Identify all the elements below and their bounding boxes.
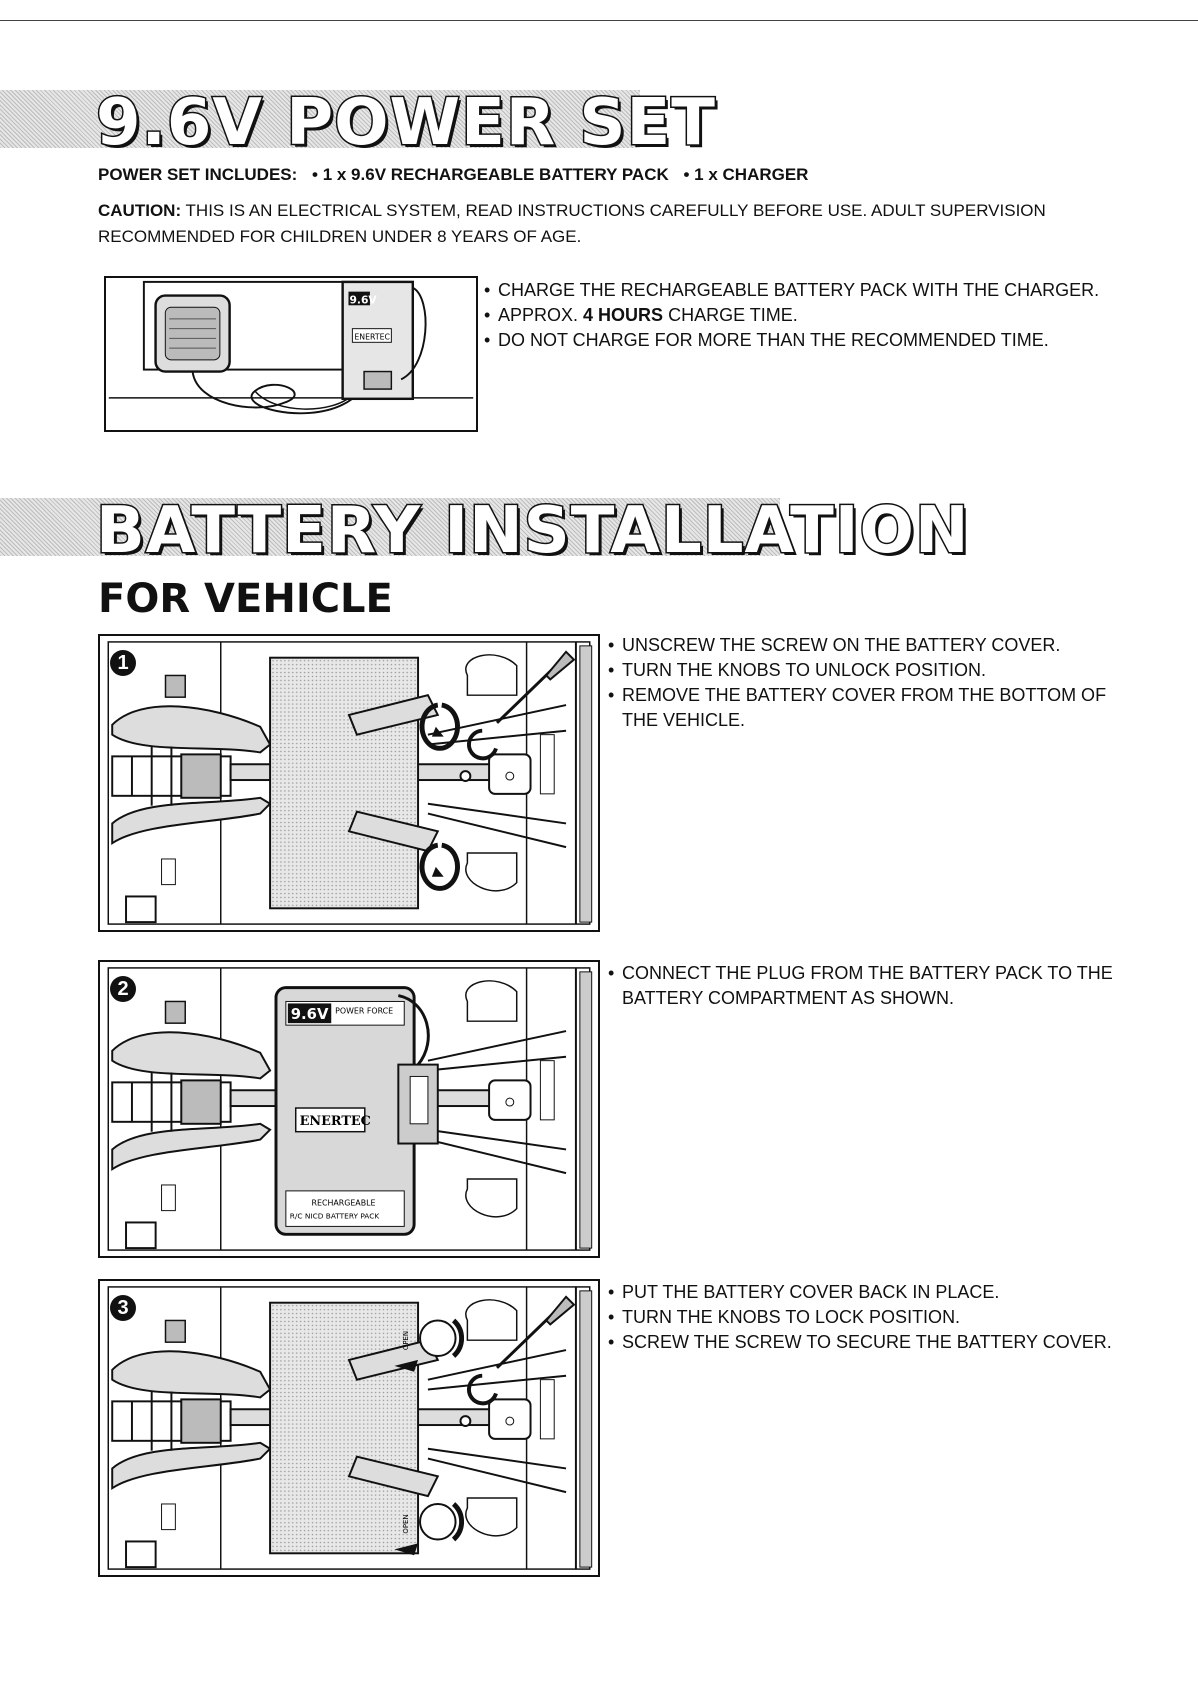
step-2-brand-label: ENERTEC — [300, 1114, 371, 1129]
screwdriver-icon — [495, 1295, 576, 1369]
knob-bottom-label: OPEN — [402, 1514, 410, 1533]
step-2-force-label: POWER FORCE — [335, 1006, 393, 1015]
includes-line: POWER SET INCLUDES: • 1 x 9.6V RECHARGEA… — [98, 165, 818, 185]
step-2-number: 2 — [110, 976, 136, 1002]
knob-top-icon — [419, 702, 460, 751]
power-set-title: 9.6V POWER SET — [95, 85, 717, 162]
battery-cover — [269, 1301, 420, 1555]
step-2-illustration: 9.6V POWER FORCE ENERTEC RECHARGEABLE R/… — [107, 966, 593, 1252]
step-2-bullet-1: CONNECT THE PLUG FROM THE BATTERY PACK T… — [608, 961, 1128, 1011]
charge-bullet-3: DO NOT CHARGE FOR MORE THAN THE RECOMMEN… — [484, 328, 1184, 353]
screwdriver-icon — [495, 650, 576, 724]
step-3-bullet-2: TURN THE KNOBS TO LOCK POSITION. — [608, 1305, 1128, 1330]
knob-top-icon — [394, 1318, 465, 1372]
step-3-number: 3 — [110, 1295, 136, 1321]
step-3-instructions: PUT THE BATTERY COVER BACK IN PLACE. TUR… — [608, 1280, 1128, 1355]
top-rule — [0, 20, 1198, 21]
includes-label: POWER SET INCLUDES: — [98, 165, 298, 184]
caution-label: CAUTION: — [98, 201, 182, 220]
step-1-illustration — [107, 640, 593, 926]
step-1-bullet-2: TURN THE KNOBS TO UNLOCK POSITION. — [608, 658, 1128, 683]
battery-installation-title: BATTERY INSTALLATION — [95, 493, 970, 570]
step-3-illustration: OPEN OPEN — [107, 1285, 593, 1571]
includes-item-battery: • 1 x 9.6V RECHARGEABLE BATTERY PACK — [312, 165, 669, 184]
step-2-instructions: CONNECT THE PLUG FROM THE BATTERY PACK T… — [608, 961, 1128, 1011]
for-vehicle-subtitle: FOR VEHICLE — [98, 576, 393, 622]
pack-brand-label: ENERTEC — [354, 332, 390, 341]
title-band — [0, 90, 640, 148]
step-3-figure: OPEN OPEN 3 — [98, 1279, 600, 1577]
knob-bottom-icon — [394, 1502, 465, 1556]
charge-bullet-2: APPROX. 4 HOURS CHARGE TIME. — [484, 303, 1184, 328]
step-3-bullet-3: SCREW THE SCREW TO SECURE THE BATTERY CO… — [608, 1330, 1128, 1355]
knob-top-label: OPEN — [402, 1331, 410, 1350]
step-3-bullet-1: PUT THE BATTERY COVER BACK IN PLACE. — [608, 1280, 1128, 1305]
includes-item-charger: • 1 x CHARGER — [683, 165, 809, 184]
charger-illustration: 9.6V ENERTEC — [108, 280, 474, 415]
battery-cover — [269, 656, 420, 910]
step-2-pack-text-2: R/C NICD BATTERY PACK — [290, 1212, 380, 1221]
charge-instructions: CHARGE THE RECHARGEABLE BATTERY PACK WIT… — [484, 278, 1184, 353]
step-1-instructions: UNSCREW THE SCREW ON THE BATTERY COVER. … — [608, 633, 1128, 733]
charge-bullet-1: CHARGE THE RECHARGEABLE BATTERY PACK WIT… — [484, 278, 1184, 303]
step-1-bullet-1: UNSCREW THE SCREW ON THE BATTERY COVER. — [608, 633, 1128, 658]
pack-voltage-label: 9.6V — [349, 293, 377, 306]
title-band — [0, 498, 780, 556]
step-1-figure: 1 — [98, 634, 600, 932]
step-2-figure: 9.6V POWER FORCE ENERTEC RECHARGEABLE R/… — [98, 960, 600, 1258]
step-1-number: 1 — [110, 650, 136, 676]
charger-figure: 9.6V ENERTEC — [104, 276, 478, 432]
step-2-voltage-label: 9.6V — [291, 1006, 329, 1023]
step-2-pack-text-1: RECHARGEABLE — [312, 1199, 376, 1208]
knob-bottom-icon — [419, 842, 460, 891]
caution-text: THIS IS AN ELECTRICAL SYSTEM, READ INSTR… — [98, 201, 1046, 246]
step-1-bullet-3: REMOVE THE BATTERY COVER FROM THE BOTTOM… — [608, 683, 1128, 733]
caution-note: CAUTION: THIS IS AN ELECTRICAL SYSTEM, R… — [98, 198, 1058, 250]
